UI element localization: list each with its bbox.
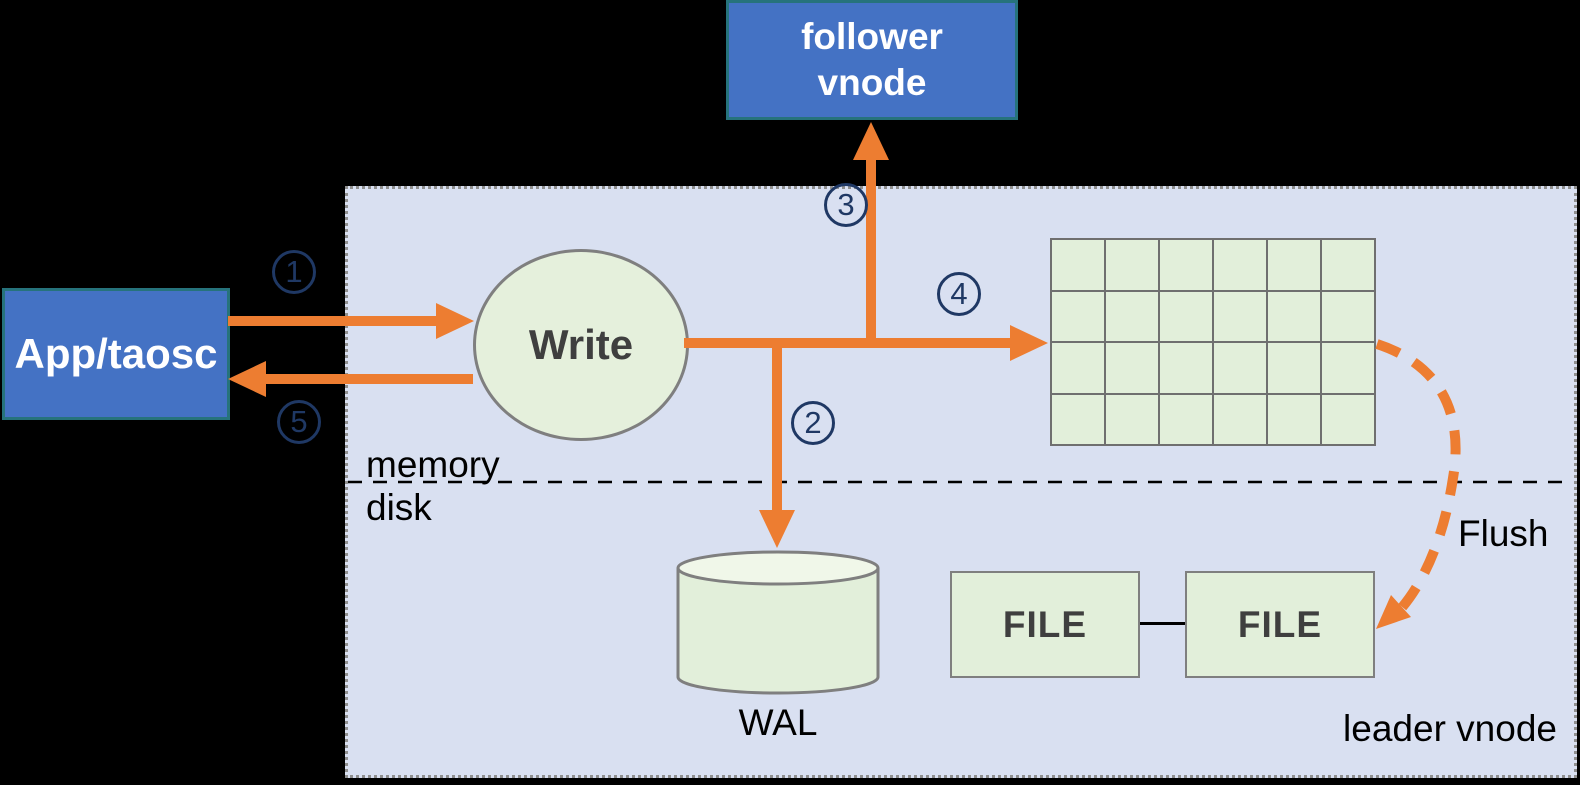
wal-label: WAL <box>738 702 818 743</box>
step-2-badge: 2 <box>791 401 835 445</box>
write-label: Write <box>528 321 634 368</box>
app-taosc-label: App/taosc <box>14 330 218 377</box>
memory-table-cell <box>1106 291 1158 341</box>
memory-table-cell <box>1160 291 1212 341</box>
file-right-label: FILE <box>1237 603 1323 645</box>
memory-table-cell <box>1052 240 1104 290</box>
memory-table-cell <box>1052 394 1104 444</box>
flush-label: Flush <box>1458 513 1549 554</box>
memory-table-cell <box>1106 394 1158 444</box>
memory-table-cell <box>1214 240 1266 290</box>
file-box-right: FILE <box>1185 571 1375 678</box>
step-5-badge: 5 <box>277 400 321 444</box>
memory-table-cell <box>1322 240 1374 290</box>
memory-table-cell <box>1268 240 1320 290</box>
disk-label: disk <box>366 487 432 528</box>
step-3-badge: 3 <box>824 183 868 227</box>
write-node: Write <box>473 249 689 441</box>
memory-table-cell <box>1322 394 1374 444</box>
memory-table-cell <box>1322 291 1374 341</box>
memory-table-cell <box>1160 343 1212 393</box>
memory-table-cell <box>1268 394 1320 444</box>
memory-table-cell <box>1268 291 1320 341</box>
memory-table-cell <box>1322 343 1374 393</box>
memory-table-cell <box>1160 240 1212 290</box>
step-4-badge: 4 <box>937 272 981 316</box>
file-left-label: FILE <box>1002 603 1088 645</box>
follower-vnode-box: follower vnode <box>726 0 1018 120</box>
memory-table-cell <box>1214 394 1266 444</box>
follower-vnode-label-line2: vnode <box>817 62 927 103</box>
memory-table-cell <box>1052 343 1104 393</box>
memory-table-cell <box>1268 343 1320 393</box>
file-box-left: FILE <box>950 571 1140 678</box>
memory-table-cell <box>1106 343 1158 393</box>
step-1-badge: 1 <box>272 250 316 294</box>
memory-table-cell <box>1160 394 1212 444</box>
memory-table-cell <box>1106 240 1158 290</box>
memory-table-cell <box>1052 291 1104 341</box>
wal-cylinder <box>676 550 880 695</box>
memory-table-cell <box>1214 343 1266 393</box>
memory-label: memory <box>366 444 500 485</box>
leader-vnode-label: leader vnode <box>1343 708 1557 749</box>
memory-table-cell <box>1214 291 1266 341</box>
memory-table-grid <box>1050 238 1376 446</box>
file-connector-line <box>1140 622 1185 625</box>
app-taosc-box: App/taosc <box>2 288 230 420</box>
follower-vnode-label-line1: follower <box>801 15 943 57</box>
